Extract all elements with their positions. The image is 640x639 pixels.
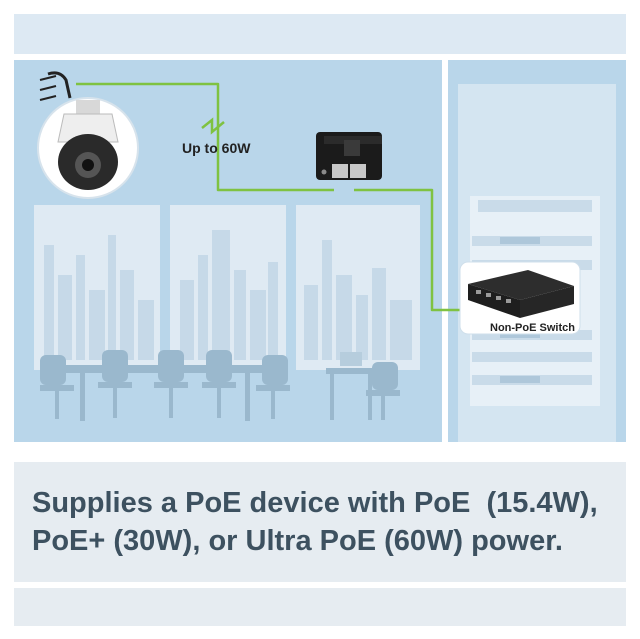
desk	[326, 352, 400, 420]
caption-panel: Supplies a PoE device with PoE (15.4W), …	[14, 462, 626, 582]
poe-injector-icon	[316, 132, 382, 180]
ceiling-band	[14, 14, 626, 54]
ptz-camera-icon	[37, 71, 139, 199]
power-label: Up to 60W	[182, 140, 251, 156]
chairs	[40, 350, 290, 419]
switch-label: Non-PoE Switch	[490, 322, 575, 334]
window-left	[34, 205, 160, 370]
window-right	[296, 205, 420, 370]
window-middle	[170, 205, 286, 370]
bottom-band	[14, 588, 626, 626]
caption-line-2: PoE+ (30W), or Ultra PoE (60W) power.	[32, 525, 563, 557]
illustration: Up to 60W Non-PoE Switch	[14, 14, 626, 442]
caption-line-1: Supplies a PoE device with PoE (15.4W),	[32, 487, 598, 519]
ethernet-cable	[76, 82, 462, 312]
lightning-bolt-icon	[201, 117, 225, 135]
network-switch-icon	[459, 261, 581, 335]
